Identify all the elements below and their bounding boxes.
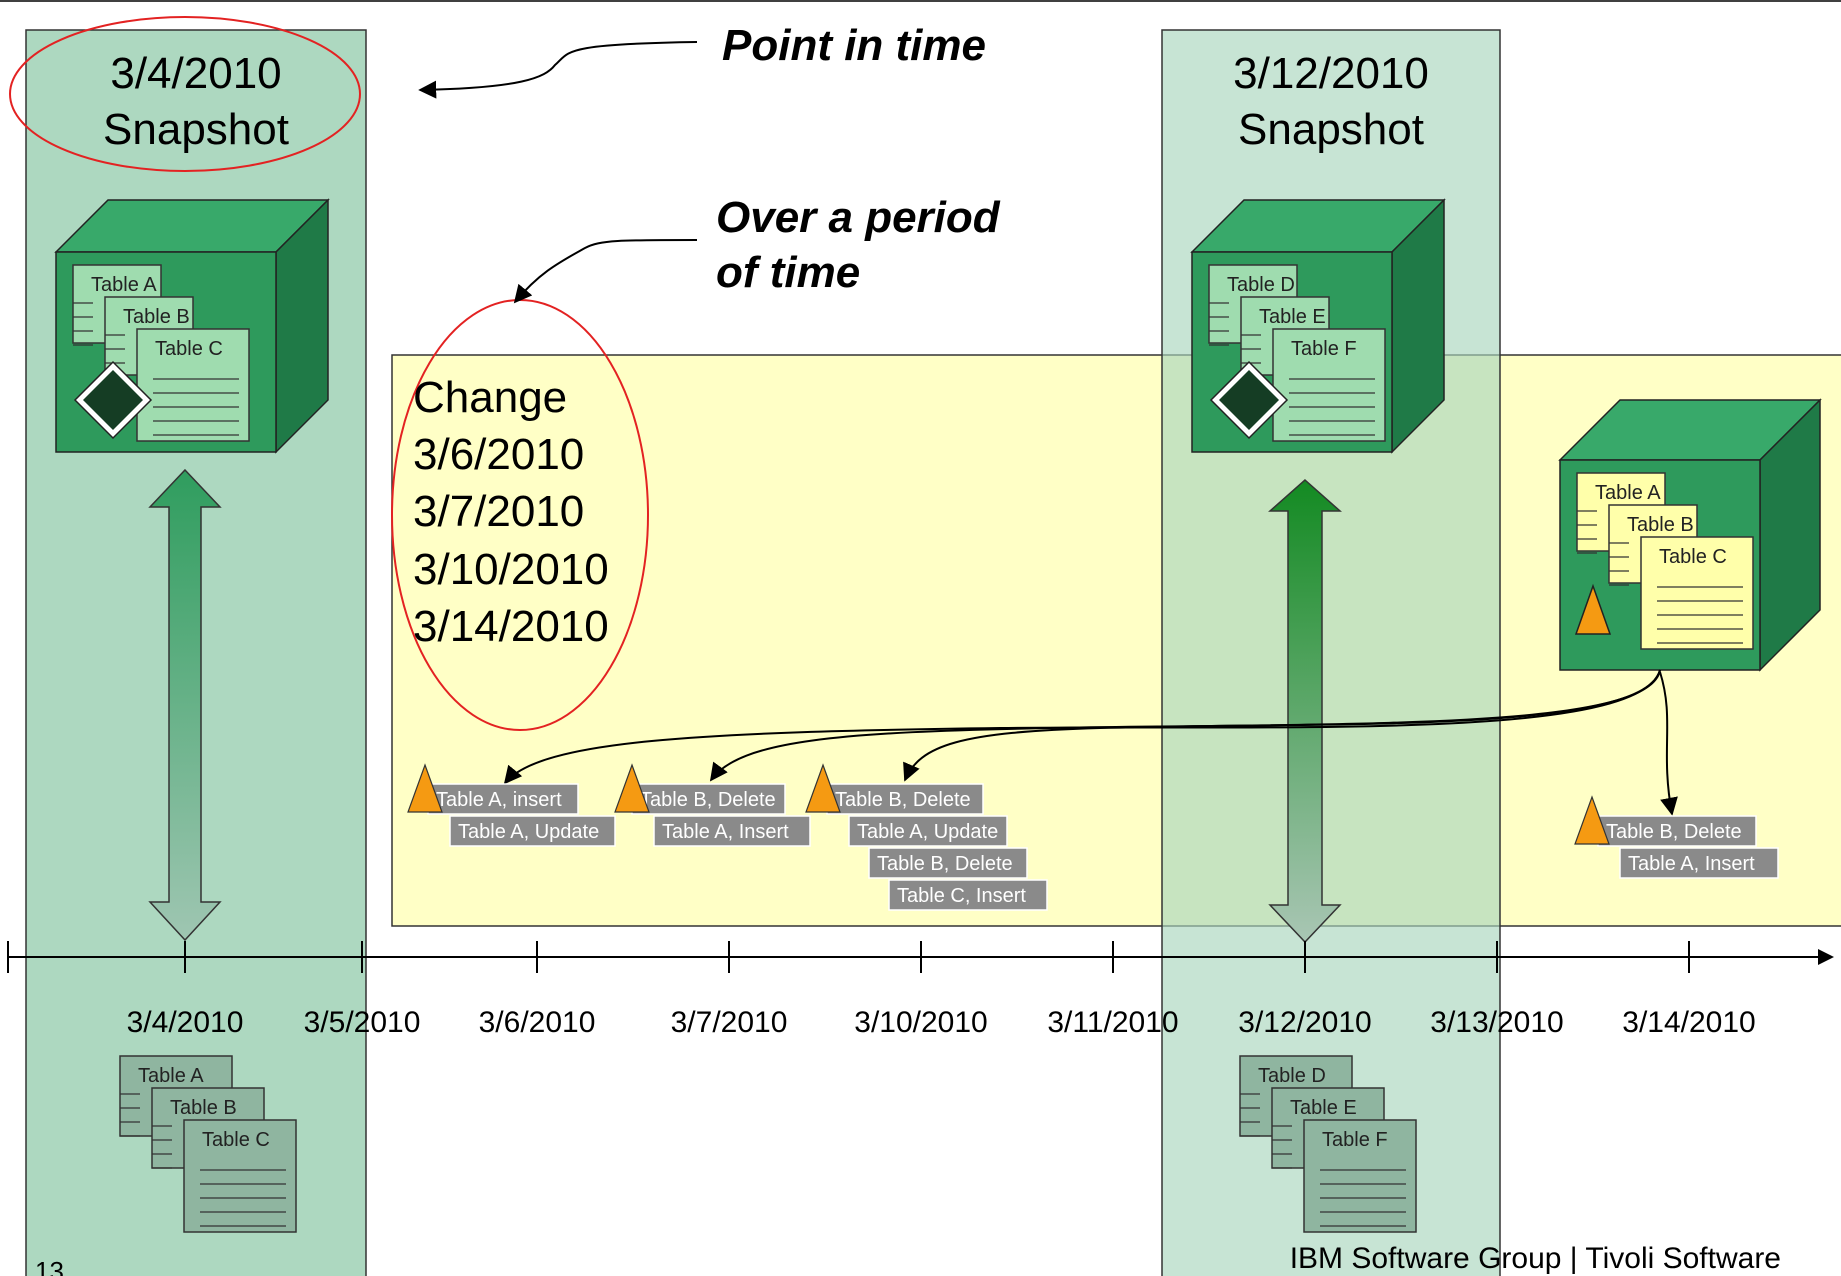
change-tag-label: Table A, Update: [857, 821, 998, 843]
snapshot-right-date: 3/12/2010: [1233, 49, 1429, 98]
bottom-right-label-1: Table D: [1258, 1065, 1326, 1087]
timeline-label: 3/4/2010: [127, 1006, 244, 1039]
page-number: 13: [35, 1256, 64, 1276]
change-tag: Table B, Delete: [826, 783, 984, 815]
change-heading: Change: [413, 373, 567, 422]
cube-right-label-2: Table E: [1259, 306, 1326, 328]
bottom-right-label-2: Table E: [1290, 1097, 1357, 1119]
snapshot-left-date: 3/4/2010: [110, 49, 281, 98]
change-date-3: 3/10/2010: [413, 545, 609, 594]
cube-change-label-3: Table C: [1659, 546, 1727, 568]
timeline-label: 3/14/2010: [1622, 1006, 1755, 1039]
change-tag: Table C, Insert: [888, 879, 1048, 911]
change-tag: Table A, Insert: [1619, 847, 1779, 879]
timeline-ticks: 3/4/2010 3/5/2010 3/6/2010 3/7/2010 3/10/201…: [7, 941, 1756, 1039]
over-period-callout-line2: of time: [716, 248, 860, 297]
cube-left-label-3: Table C: [155, 338, 223, 360]
snapshot-cube-right: Table D Table E Table F: [1190, 198, 1446, 454]
timeline-label: 3/12/2010: [1238, 1006, 1371, 1039]
snapshot-left-label: Snapshot: [103, 105, 289, 154]
change-tag-label: Table B, Delete: [640, 789, 776, 811]
change-tag-label: Table A, insert: [436, 789, 562, 811]
bottom-left-label-2: Table B: [170, 1097, 237, 1119]
change-tag: Table A, Insert: [653, 815, 811, 847]
change-triangle-icon: [614, 763, 650, 813]
bottom-left-label-3: Table C: [202, 1129, 270, 1151]
bottom-table-stack-left: Table A Table B Table C: [119, 1055, 297, 1233]
bottom-left-label-1: Table A: [138, 1065, 204, 1087]
timeline-label: 3/6/2010: [479, 1006, 596, 1039]
cube-right-label-1: Table D: [1227, 274, 1295, 296]
over-period-arrow: [513, 239, 698, 304]
cube-right-page-3: Table F: [1272, 328, 1386, 442]
change-tag-label: Table A, Insert: [1628, 853, 1755, 875]
change-triangle-icon: [1574, 795, 1610, 845]
cube-change-label-2: Table B: [1627, 514, 1694, 536]
change-tag-label: Table B, Delete: [877, 853, 1013, 875]
cube-right-label-3: Table F: [1291, 338, 1357, 360]
change-tag-label: Table B, Delete: [1606, 821, 1742, 843]
timeline-label: 3/13/2010: [1430, 1006, 1563, 1039]
change-tag: Table B, Delete: [631, 783, 786, 815]
timeline-arrowhead: [1818, 949, 1834, 965]
change-triangle-icon: [805, 763, 841, 813]
change-tag: Table B, Delete: [868, 847, 1028, 879]
cube-change-triangle-icon: [1574, 583, 1612, 635]
cube-change-page-3: Table C: [1640, 536, 1754, 650]
timeline-label: 3/11/2010: [1047, 1006, 1178, 1039]
change-tag-label: Table A, Update: [458, 821, 599, 843]
bottom-right-label-3: Table F: [1322, 1129, 1388, 1151]
over-period-callout-line1: Over a period: [716, 193, 1001, 242]
change-tag: Table A, insert: [427, 783, 579, 815]
timeline-label: 3/7/2010: [671, 1006, 788, 1039]
bottom-table-stack-right: Table D Table E Table F: [1239, 1055, 1417, 1233]
change-fan-arrows: [503, 669, 1678, 816]
change-tag-label: Table A, Insert: [662, 821, 789, 843]
bottom-left-page-3: Table C: [183, 1119, 297, 1233]
bottom-right-page-3: Table F: [1303, 1119, 1417, 1233]
change-tag: Table A, Update: [449, 815, 616, 847]
change-cube: Table A Table B Table C: [1558, 398, 1822, 672]
cube-left-label-1: Table A: [91, 274, 157, 296]
change-date-2: 3/7/2010: [413, 487, 584, 536]
footer-company: IBM Software Group | Tivoli Software: [1290, 1242, 1781, 1275]
cube-left-page-3: Table C: [136, 328, 250, 442]
timeline-label: 3/5/2010: [304, 1006, 421, 1039]
timeline-label: 3/10/2010: [854, 1006, 987, 1039]
snapshot-left-double-arrow: [148, 468, 222, 942]
point-in-time-ellipse: [9, 16, 361, 172]
change-triangle-icon: [407, 763, 443, 813]
cube-left-label-2: Table B: [123, 306, 190, 328]
point-in-time-arrow: [418, 41, 698, 99]
cube-change-label-1: Table A: [1595, 482, 1661, 504]
change-date-1: 3/6/2010: [413, 430, 584, 479]
change-tag-label: Table B, Delete: [835, 789, 971, 811]
snapshot-right-label: Snapshot: [1238, 105, 1424, 154]
snapshot-cube-left: Table A Table B Table C: [54, 198, 330, 454]
change-date-4: 3/14/2010: [413, 602, 609, 651]
change-tag-label: Table C, Insert: [897, 885, 1026, 907]
change-tag: Table B, Delete: [1597, 815, 1757, 847]
change-tag: Table A, Update: [848, 815, 1008, 847]
point-in-time-callout: Point in time: [722, 21, 986, 70]
